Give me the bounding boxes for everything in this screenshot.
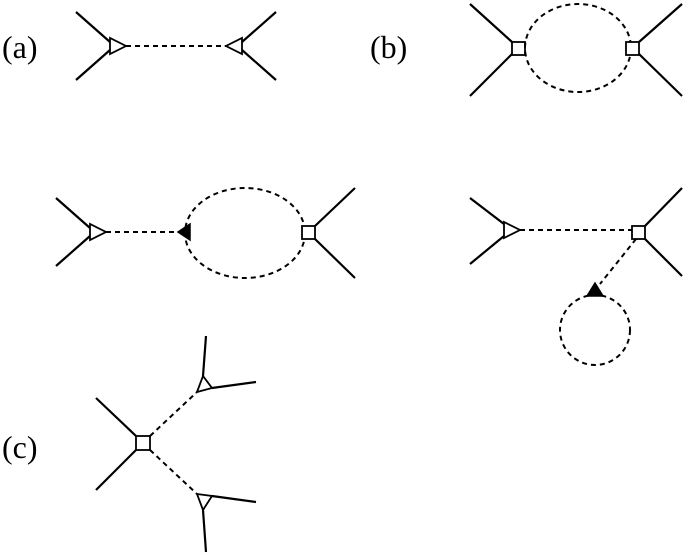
external-leg [469, 53, 513, 97]
external-leg [638, 3, 683, 43]
tadpole-loop [559, 294, 631, 366]
external-leg [55, 235, 91, 267]
external-leg [55, 197, 91, 229]
panel-label-a: (a) [2, 29, 38, 65]
external-leg [644, 238, 683, 277]
propagator-line [599, 238, 637, 285]
cubic-vertex-triangle [195, 492, 214, 512]
external-leg [75, 49, 111, 81]
quartic-vertex-square [135, 435, 151, 451]
external-leg [469, 235, 505, 265]
external-leg [95, 397, 137, 437]
loop-propagator [184, 187, 306, 279]
external-leg [314, 187, 356, 227]
diagram-c-tree [95, 335, 257, 553]
cubic-vertex-triangle [223, 36, 243, 56]
panel-label-c: (c) [2, 429, 38, 465]
external-leg [469, 3, 513, 43]
quartic-vertex-square [511, 41, 526, 56]
quartic-vertex-square [631, 225, 646, 240]
propagator-line [149, 391, 198, 437]
external-leg [201, 335, 208, 377]
quartic-vertex-square [301, 225, 316, 240]
propagator-line [149, 449, 198, 495]
external-leg [75, 11, 111, 43]
external-leg [314, 238, 356, 279]
external-leg [644, 187, 683, 227]
cubic-vertex-triangle [195, 374, 214, 394]
cubic-vertex-triangle [503, 220, 523, 240]
external-leg [95, 449, 137, 491]
external-leg [201, 509, 208, 553]
panel-label-b: (b) [370, 29, 407, 65]
external-leg [638, 53, 683, 97]
diagram-b-bubble [469, 3, 683, 97]
quartic-vertex-square [625, 41, 640, 56]
external-leg [469, 197, 505, 225]
external-leg [241, 11, 277, 43]
loop-propagator [524, 3, 632, 93]
external-leg [241, 49, 277, 81]
filled-vertex-triangle [176, 222, 191, 242]
external-leg [211, 494, 257, 504]
cubic-vertex-triangle [89, 222, 109, 242]
cubic-vertex-triangle [109, 36, 129, 56]
diagram-b-tadpole [469, 187, 683, 366]
external-leg [211, 380, 257, 390]
diagram-a-tree-exchange [75, 11, 277, 81]
diagram-b-vertex-correction [55, 187, 356, 279]
